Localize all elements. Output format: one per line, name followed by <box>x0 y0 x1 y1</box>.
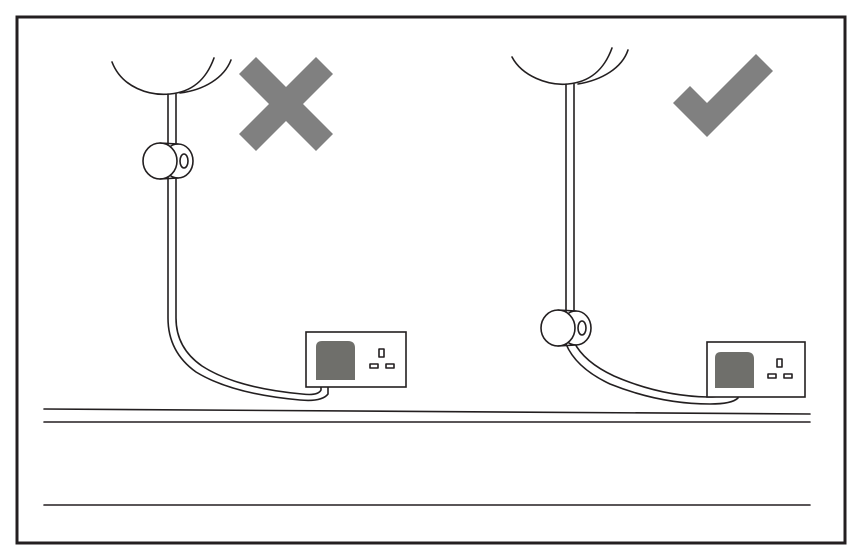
floor-line-top <box>43 408 811 415</box>
plug-right <box>715 352 754 388</box>
cable-clip-right <box>540 309 592 347</box>
panel-correct <box>511 47 806 405</box>
cable-clip-left <box>142 142 194 180</box>
diagram-border <box>15 15 847 545</box>
wall-socket-left <box>305 331 407 388</box>
device-body-left-rear <box>179 59 232 94</box>
panel-incorrect <box>111 57 407 402</box>
floor-lines <box>43 408 811 506</box>
cable-left <box>167 93 329 402</box>
device-body-left <box>111 57 215 96</box>
device-body-right-rear <box>577 49 629 85</box>
plug-left <box>316 341 355 380</box>
check-icon <box>673 54 773 137</box>
wall-socket-right <box>706 341 806 398</box>
cable-right <box>565 83 739 405</box>
device-body-right <box>511 47 613 86</box>
cross-icon <box>239 57 333 151</box>
